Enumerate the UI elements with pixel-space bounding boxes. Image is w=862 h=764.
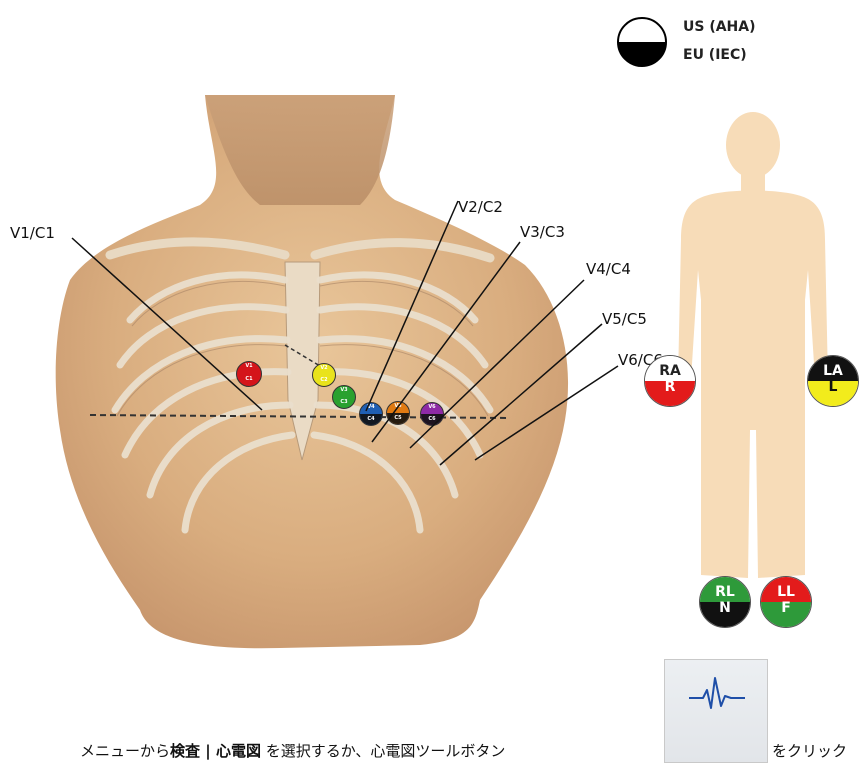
chest-electrode-c6-label: C6 xyxy=(421,417,443,422)
limb-electrode-ra: RA R xyxy=(644,355,696,407)
chest-electrode-c2-label: C2 xyxy=(313,378,335,383)
lead-label-v5: V5/C5 xyxy=(602,312,647,327)
limb-electrode-la: LA L xyxy=(807,355,859,407)
chest-electrode-v5-label: V5 xyxy=(387,404,409,409)
chest-electrode-v1-label: V1 xyxy=(237,364,261,369)
lead-label-v4: V4/C4 xyxy=(586,262,631,277)
limb-ra-eu-label: R xyxy=(645,380,695,394)
ecg-waveform-icon xyxy=(665,660,769,764)
legend-circle-icon xyxy=(612,12,672,72)
chest-electrode-v6-label: V6 xyxy=(421,405,443,410)
chest-electrode-c4-label: C4 xyxy=(360,417,382,422)
limb-electrode-rl: RL N xyxy=(699,576,751,628)
caption-menu-path: 検査 | 心電図 xyxy=(170,742,261,760)
legend-us-label: US (AHA) xyxy=(683,20,756,34)
lead-label-v3: V3/C3 xyxy=(520,225,565,240)
color-standard-legend: US (AHA) EU (IEC) xyxy=(612,12,782,72)
caption-prefix: メニューから xyxy=(80,742,170,760)
caption-middle: を選択するか、心電図ツールボタン xyxy=(261,742,505,760)
limb-la-eu-label: L xyxy=(808,380,858,394)
instruction-caption: メニューから検査 | 心電図 を選択するか、心電図ツールボタン xyxy=(80,744,505,759)
chest-electrode-c3-label: C3 xyxy=(333,400,355,405)
limb-electrode-ll: LL F xyxy=(760,576,812,628)
limb-rl-eu-label: N xyxy=(700,601,750,615)
limb-ll-us-label: LL xyxy=(761,585,811,599)
ecg-tool-button[interactable] xyxy=(664,659,768,763)
chest-electrode-c5-label: C5 xyxy=(387,416,409,421)
chest-electrode-v3-label: V3 xyxy=(333,388,355,393)
legend-eu-label: EU (IEC) xyxy=(683,48,747,62)
chest-electrode-v4-label: V4 xyxy=(360,405,382,410)
lead-label-v2: V2/C2 xyxy=(458,200,503,215)
limb-la-us-label: LA xyxy=(808,364,858,378)
chest-electrode-v2-label: V2 xyxy=(313,366,335,371)
limb-ll-eu-label: F xyxy=(761,601,811,615)
chest-electrode-c1-label: C1 xyxy=(237,377,261,382)
limb-ra-us-label: RA xyxy=(645,364,695,378)
lead-label-v1: V1/C1 xyxy=(10,226,55,241)
limb-rl-us-label: RL xyxy=(700,585,750,599)
caption-suffix: をクリック xyxy=(772,744,847,759)
